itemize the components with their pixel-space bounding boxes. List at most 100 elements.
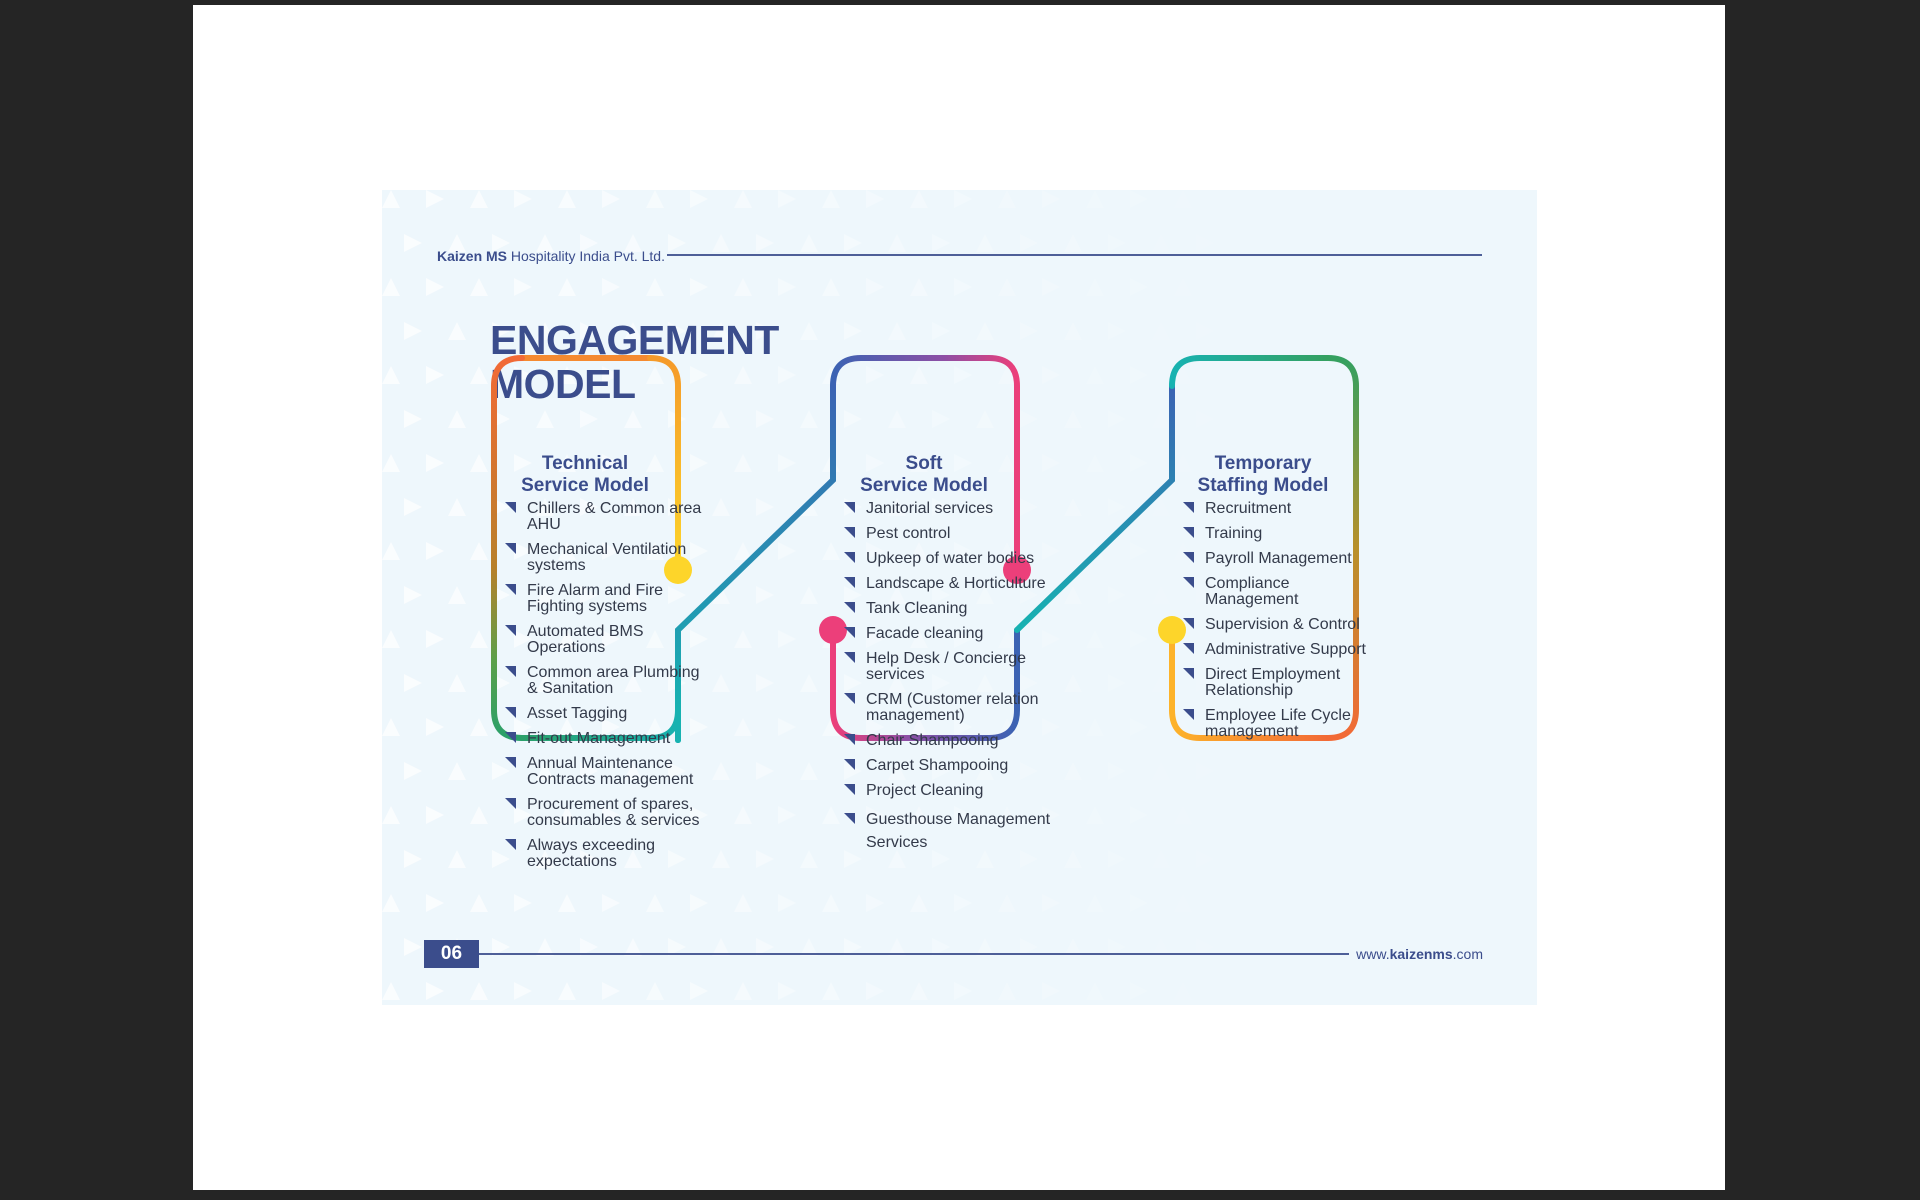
pattern-triangle xyxy=(954,894,972,912)
pattern-triangle xyxy=(602,278,620,296)
list-item-text: Project Cleaning xyxy=(866,782,984,799)
footer-rule xyxy=(479,953,1349,955)
pattern-triangle xyxy=(1130,982,1148,1000)
pattern-triangle xyxy=(1196,586,1214,604)
pattern-triangle xyxy=(1174,454,1192,472)
pattern-triangle xyxy=(602,454,620,472)
pattern-triangle xyxy=(668,586,686,604)
pattern-triangle xyxy=(756,586,774,604)
list-item-text: Mechanical Ventilation systems xyxy=(527,541,687,574)
pattern-triangle xyxy=(382,894,400,912)
pattern-triangle xyxy=(690,454,708,472)
list-item-text: Carpet Shampooing xyxy=(866,757,1009,774)
pattern-triangle xyxy=(580,322,598,340)
pattern-triangle xyxy=(866,366,884,384)
pattern-triangle xyxy=(1064,410,1082,428)
pattern-triangle xyxy=(1020,586,1038,604)
pattern-triangle xyxy=(712,762,730,780)
pattern-triangle xyxy=(624,674,642,692)
pattern-triangle xyxy=(448,322,466,340)
pattern-triangle xyxy=(1218,630,1236,648)
pattern-triangle xyxy=(404,322,422,340)
pattern-triangle xyxy=(712,322,730,340)
pattern-triangle xyxy=(1086,982,1104,1000)
pattern-triangle xyxy=(844,410,862,428)
pattern-triangle xyxy=(624,234,642,252)
pattern-triangle xyxy=(470,630,488,648)
list-item-text: Supervision & Control xyxy=(1205,616,1360,633)
technical-yellow-dot xyxy=(664,556,692,584)
list-item: Training xyxy=(1183,526,1383,542)
header-rule xyxy=(667,254,1482,256)
soft-heading-line-1: Soft xyxy=(905,453,943,474)
pattern-triangle xyxy=(646,190,664,208)
pattern-triangle xyxy=(1196,322,1214,340)
pattern-triangle xyxy=(1086,718,1104,736)
triangle-bullet-icon xyxy=(1183,668,1194,679)
pattern-triangle xyxy=(448,234,466,252)
pattern-triangle xyxy=(712,850,730,868)
pattern-triangle xyxy=(976,410,994,428)
pattern-triangle xyxy=(822,894,840,912)
pattern-triangle xyxy=(1064,586,1082,604)
pattern-triangle xyxy=(1108,674,1126,692)
pattern-triangle xyxy=(646,718,664,736)
website-link[interactable]: www.kaizenms.com xyxy=(1356,946,1483,962)
triangle-bullet-icon xyxy=(1183,502,1194,513)
pattern-triangle xyxy=(822,542,840,560)
list-item-text: Compliance Management xyxy=(1205,575,1299,608)
pattern-triangle xyxy=(734,630,752,648)
list-item-text: Asset Tagging xyxy=(527,705,628,722)
pattern-triangle xyxy=(1196,938,1214,956)
pattern-triangle xyxy=(470,278,488,296)
pattern-triangle xyxy=(1174,894,1192,912)
pattern-triangle xyxy=(1042,454,1060,472)
list-item-text: Landscape & Horticulture xyxy=(866,575,1046,592)
pattern-triangle xyxy=(976,586,994,604)
company-name-rest: Hospitality India Pvt. Ltd. xyxy=(507,248,665,264)
pattern-triangle xyxy=(1196,410,1214,428)
pattern-triangle xyxy=(668,850,686,868)
list-item: Tank Cleaning xyxy=(844,601,1054,617)
pattern-triangle xyxy=(712,410,730,428)
pattern-triangle xyxy=(536,850,554,868)
pattern-triangle xyxy=(910,542,928,560)
pattern-triangle xyxy=(624,410,642,428)
pattern-triangle xyxy=(822,190,840,208)
pattern-triangle xyxy=(1108,234,1126,252)
list-item: Administrative Support xyxy=(1183,642,1383,658)
pattern-triangle xyxy=(932,938,950,956)
pattern-triangle xyxy=(558,454,576,472)
list-item-text: CRM (Customer relation management) xyxy=(866,691,1039,724)
pattern-triangle xyxy=(932,410,950,428)
pattern-triangle xyxy=(426,366,444,384)
pattern-triangle xyxy=(866,190,884,208)
list-item: Supervision & Control xyxy=(1183,617,1383,633)
page-title: ENGAGEMENT MODEL xyxy=(490,318,779,406)
triangle-bullet-icon xyxy=(844,734,855,745)
pattern-triangle xyxy=(1152,674,1170,692)
list-item: Mechanical Ventilation systems xyxy=(505,542,705,574)
pattern-triangle xyxy=(558,982,576,1000)
pattern-triangle xyxy=(866,630,884,648)
pattern-triangle xyxy=(976,938,994,956)
pattern-triangle xyxy=(448,674,466,692)
list-item-text: Automated BMS Operations xyxy=(527,623,644,656)
pattern-triangle xyxy=(866,278,884,296)
pattern-triangle xyxy=(624,850,642,868)
list-item: Annual Maintenance Contracts management xyxy=(505,756,705,788)
pattern-triangle xyxy=(910,630,928,648)
pattern-triangle xyxy=(998,806,1016,824)
list-item: Common area Plumbing & Sanitation xyxy=(505,665,705,697)
triangle-bullet-icon xyxy=(505,543,516,554)
technical-heading-line-1: Technical xyxy=(541,453,629,474)
pattern-triangle xyxy=(954,278,972,296)
temporary-yellow-dot xyxy=(1158,616,1186,644)
pattern-triangle xyxy=(470,454,488,472)
pattern-triangle xyxy=(734,982,752,1000)
pattern-triangle xyxy=(1064,938,1082,956)
pattern-triangle xyxy=(734,278,752,296)
pattern-triangle xyxy=(1218,190,1236,208)
triangle-bullet-icon xyxy=(844,527,855,538)
pattern-triangle xyxy=(800,674,818,692)
